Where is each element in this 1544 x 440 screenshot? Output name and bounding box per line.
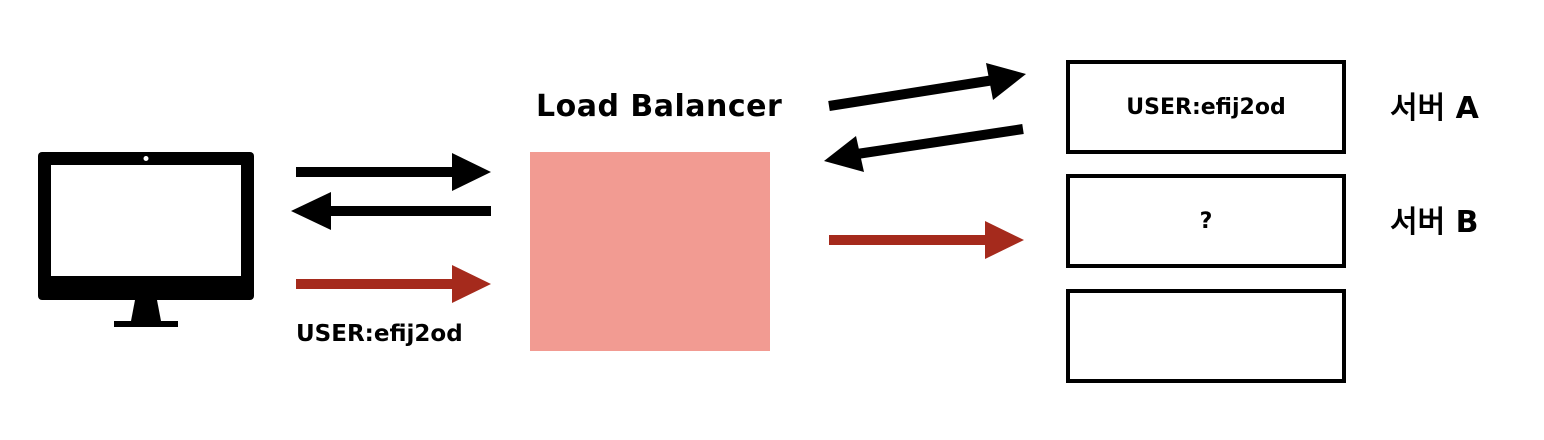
server-b-session-label: ?: [1199, 208, 1213, 234]
server-b-box: ?: [1066, 174, 1346, 268]
load-balancer-box: [530, 152, 770, 351]
arrow-client-to-lb: [296, 153, 491, 191]
computer-monitor-icon: [38, 152, 254, 327]
server-a-name: 서버 A: [1390, 91, 1479, 126]
monitor-base: [114, 321, 178, 327]
arrow-client-to-lb-highlighted: [296, 265, 491, 303]
monitor-stand: [131, 300, 161, 321]
server-a-session-label: USER:efij2od: [1126, 94, 1286, 120]
arrow-lb-to-server-b-highlighted: [829, 221, 1024, 259]
server-a-box: USER:efij2od: [1066, 60, 1346, 154]
server-c-box: [1066, 289, 1346, 383]
client-request-label: USER:efij2od: [296, 321, 463, 347]
arrow-lb-to-server-a: [828, 63, 1026, 111]
server-b-name: 서버 B: [1390, 205, 1479, 240]
load-balancer-title: Load Balancer: [536, 89, 783, 124]
arrow-lb-to-client: [291, 192, 491, 230]
monitor-camera: [143, 156, 149, 161]
monitor-screen: [51, 165, 241, 276]
arrow-server-a-to-lb: [824, 124, 1024, 172]
